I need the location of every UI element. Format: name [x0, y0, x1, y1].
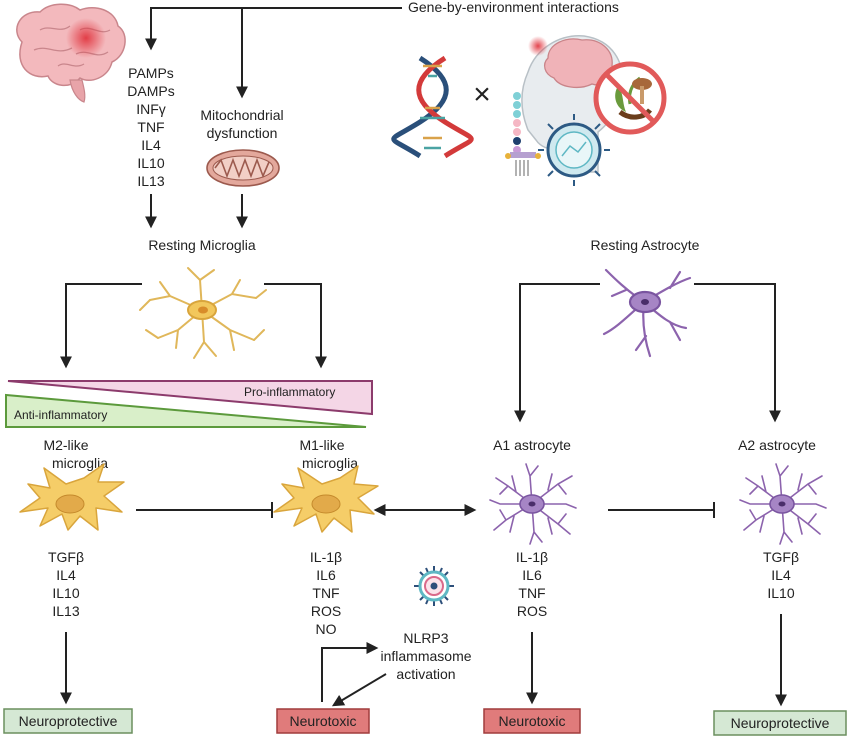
resting-microglia-label: Resting Microglia: [148, 237, 256, 253]
pro-inflammatory-wedge: [7, 380, 373, 416]
m1-label-line: M1-like: [299, 437, 344, 453]
a1-factor: IL-1β: [516, 549, 548, 565]
virus-icon: [538, 114, 610, 186]
pro-inflammatory-label: Pro-inflammatory: [244, 385, 335, 399]
outcome-box-a1: Neurotoxic: [483, 708, 581, 734]
cytokine-item: IL10: [137, 155, 164, 171]
outcome-label: Neurotoxic: [499, 713, 566, 729]
m1-factor: NO: [316, 621, 337, 637]
m2-factor: IL10: [52, 585, 79, 601]
outcome-label: Neuroprotective: [731, 715, 830, 731]
times-symbol: ×: [473, 78, 491, 111]
m2-factor: TGFβ: [48, 549, 84, 565]
no-toxins-icon: [593, 61, 667, 135]
resting-to-m1-arrow: [264, 283, 327, 369]
m2-label-line: M2-like: [43, 437, 88, 453]
protein-chain-icon: [505, 92, 541, 176]
cytokine-item: PAMPs: [128, 65, 174, 81]
m1-microglia-icon: [273, 465, 379, 533]
m2-label-line: microglia: [52, 455, 108, 471]
gxe-label: Gene-by-environment interactions: [408, 0, 619, 15]
a1-label: A1 astrocyte: [493, 437, 571, 453]
a1-astrocyte-icon: [489, 463, 577, 545]
mito-label-line: Mitochondrial: [200, 107, 283, 123]
outcome-box-m2: Neuroprotective: [3, 708, 133, 734]
nlrp3-label-line: NLRP3: [403, 630, 448, 646]
resting-to-a1-arrow: [514, 283, 600, 423]
resting-to-m2-arrow: [60, 283, 142, 369]
brain-illustration: [16, 3, 126, 103]
mitochondrion-icon: [206, 149, 280, 187]
resting-microglia-icon: [139, 267, 267, 359]
outcome-label: Neuroprotective: [19, 713, 118, 729]
m1-factor: IL6: [316, 567, 336, 583]
resting-to-a2-arrow: [694, 283, 781, 423]
a1-factor: ROS: [517, 603, 547, 619]
m2-factor: IL13: [52, 603, 79, 619]
resting-astrocyte-label: Resting Astrocyte: [591, 237, 700, 253]
nlrp3-to-neurotoxic-arrow: [331, 673, 387, 707]
cytokine-item: TNF: [137, 119, 164, 135]
cytokine-item: DAMPs: [127, 83, 174, 99]
a2-factor: TGFβ: [763, 549, 799, 565]
nlrp3-label-line: activation: [396, 666, 455, 682]
a2-label: A2 astrocyte: [738, 437, 816, 453]
outcome-box-m1: Neurotoxic: [276, 708, 370, 734]
mito-label-line: dysfunction: [207, 125, 278, 141]
m1-factor: ROS: [311, 603, 341, 619]
anti-inflammatory-wedge: [5, 393, 367, 428]
cytokine-list: PAMPs DAMPs INFγ TNF IL4 IL10 IL13: [127, 65, 174, 189]
a2-factor: IL4: [771, 567, 791, 583]
anti-inflammatory-label: Anti-inflammatory: [14, 408, 107, 422]
m1-factor: IL-1β: [310, 549, 342, 565]
a1-factor: IL6: [522, 567, 542, 583]
m1-label-line: microglia: [302, 455, 358, 471]
cytokine-item: IL13: [137, 173, 164, 189]
dna-icon: [391, 55, 474, 159]
a2-factor: IL10: [767, 585, 794, 601]
m1-to-nlrp3-arrow: [321, 642, 379, 702]
cytokine-item: IL4: [141, 137, 161, 153]
nlrp3-label-line: inflammasome: [380, 648, 471, 664]
m2-factor: IL4: [56, 567, 76, 583]
outcome-box-a2: Neuroprotective: [713, 710, 847, 736]
outcome-label: Neurotoxic: [290, 713, 357, 729]
a2-astrocyte-icon: [739, 463, 827, 545]
m1-factor: TNF: [312, 585, 339, 601]
cytokine-item: INFγ: [136, 101, 166, 117]
inflammasome-icon: [414, 566, 454, 606]
m2-microglia-icon: [19, 463, 125, 531]
resting-astrocyte-icon: [602, 268, 692, 358]
a1-factor: TNF: [518, 585, 545, 601]
